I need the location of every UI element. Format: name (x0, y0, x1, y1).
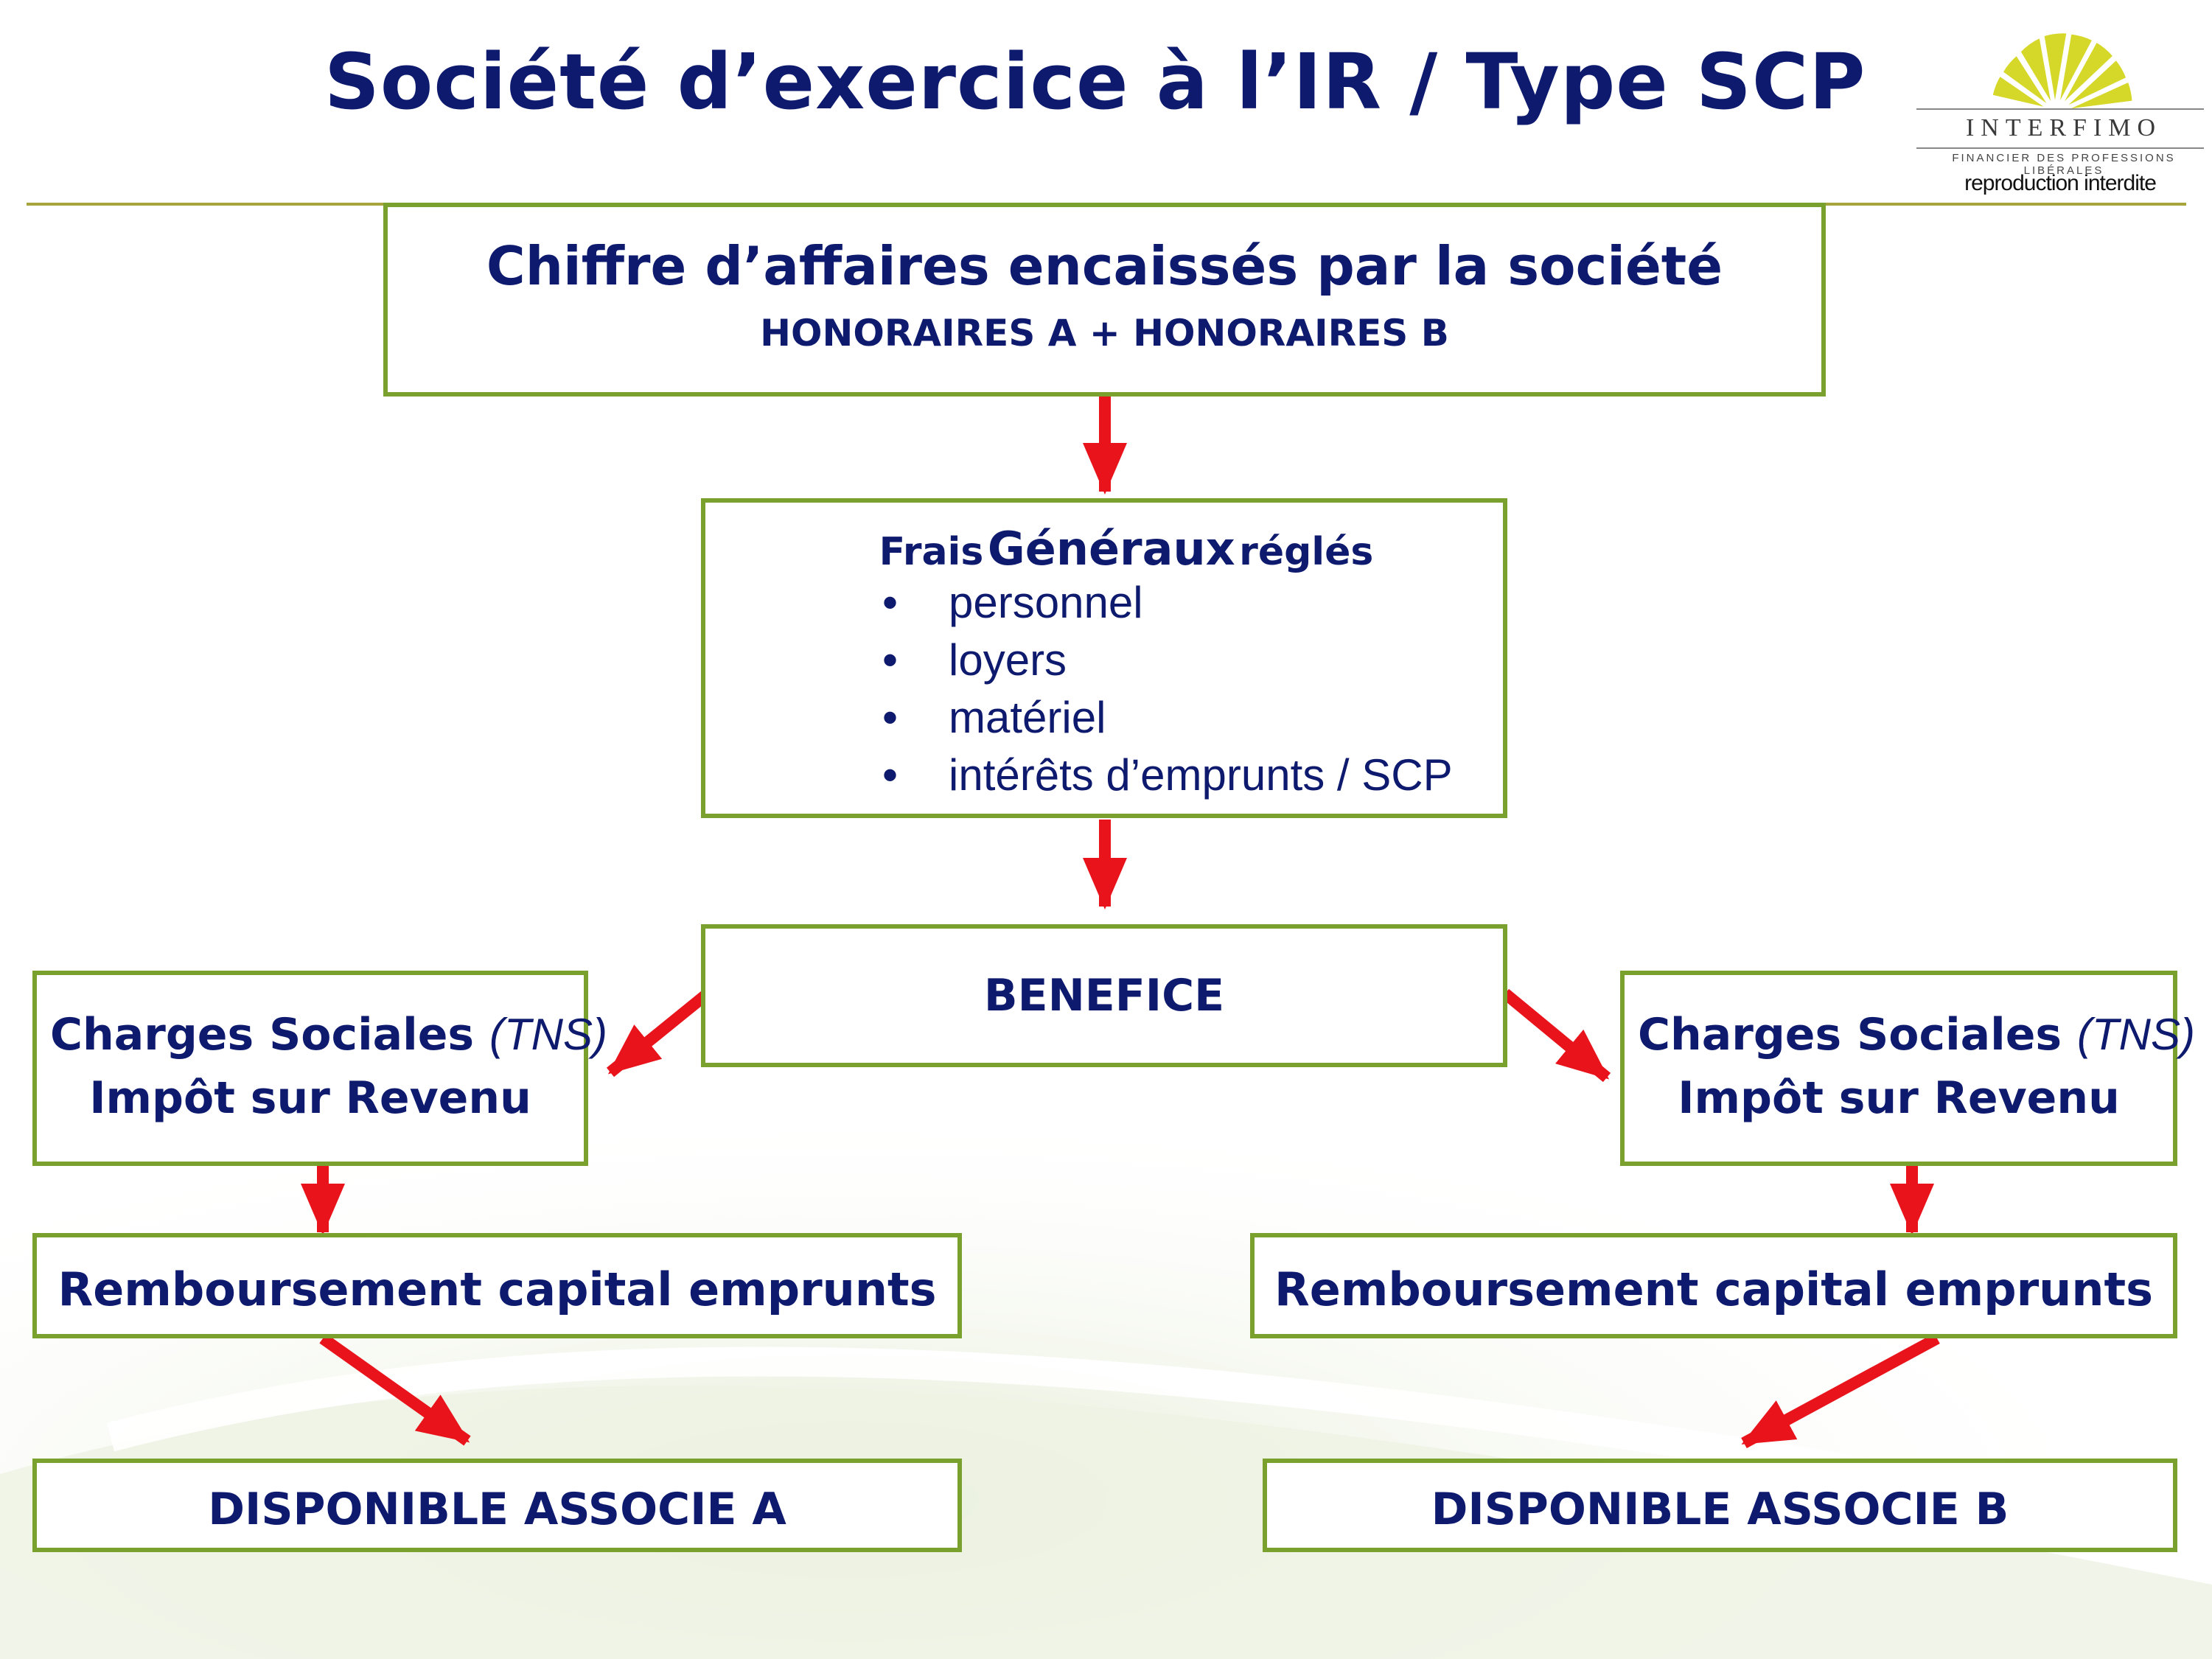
arrow-diagonal-icon (1501, 988, 1611, 1083)
list-item: matériel (882, 689, 1503, 747)
list-item: personnel (882, 574, 1503, 632)
left-remboursement-box: Remboursement capital emprunts (32, 1233, 962, 1338)
frais-title: Frais Généraux réglés (705, 522, 1503, 576)
right-charges-main: Charges Sociales (1638, 1009, 2062, 1061)
list-item: intérêts d’emprunts / SCP (882, 747, 1503, 804)
frais-title-prefix: Frais (879, 530, 984, 574)
right-charges-paren: (TNS) (2077, 1010, 2195, 1059)
benefice-box: BENEFICE (701, 924, 1507, 1067)
arrow-diagonal-icon (319, 1333, 471, 1446)
logo-divider (1916, 147, 2204, 149)
logo-note: reproduction interdite (1964, 171, 2157, 195)
logo-subtitle: FINANCIER DES PROFESSIONS LIBÉRALES (1952, 152, 2176, 177)
right-charges-box: Charges Sociales (TNS) Impôt sur Revenu (1620, 971, 2195, 1166)
left-remboursement-label: Remboursement capital emprunts (57, 1262, 937, 1316)
right-disponible-label: DISPONIBLE ASSOCIE B (1431, 1484, 2009, 1535)
left-charges-title: Charges Sociales (TNS) (37, 1009, 607, 1061)
frais-box: Frais Généraux réglés personnel loyers m… (701, 498, 1507, 818)
right-remboursement-box: Remboursement capital emprunts (1250, 1233, 2177, 1338)
frais-title-suffix: réglés (1239, 530, 1374, 574)
frais-title-main: Généraux (987, 522, 1235, 576)
logo-divider (1916, 108, 2204, 110)
left-disponible-box: DISPONIBLE ASSOCIE A (32, 1459, 962, 1552)
right-charges-title: Charges Sociales (TNS) (1625, 1009, 2195, 1061)
benefice-label: BENEFICE (983, 970, 1225, 1021)
right-remboursement-label: Remboursement capital emprunts (1274, 1262, 2154, 1316)
list-item: loyers (882, 632, 1503, 689)
revenue-box: Chiffre d’affaires encaissés par la soci… (383, 203, 1826, 397)
left-charges-box: Charges Sociales (TNS) Impôt sur Revenu (32, 971, 607, 1166)
interfimo-logo-icon (1990, 31, 2135, 112)
left-impot: Impôt sur Revenu (89, 1072, 531, 1124)
right-disponible-box: DISPONIBLE ASSOCIE B (1263, 1459, 2177, 1552)
frais-list: personnel loyers matériel intérêts d’emp… (882, 574, 1503, 804)
logo-name: INTERFIMO (1965, 114, 2163, 142)
revenue-subtitle: HONORAIRES A + HONORAIRES B (760, 312, 1449, 354)
left-disponible-label: DISPONIBLE ASSOCIE A (208, 1484, 786, 1535)
left-charges-main: Charges Sociales (50, 1009, 475, 1061)
arrow-diagonal-icon (606, 988, 712, 1078)
right-impot: Impôt sur Revenu (1678, 1072, 2120, 1124)
page-title: Société d’exercice à l’IR / Type SCP (324, 37, 1866, 127)
revenue-title: Chiffre d’affaires encaissés par la soci… (486, 235, 1723, 297)
arrow-diagonal-icon (1741, 1333, 1940, 1449)
left-charges-paren: (TNS) (489, 1010, 607, 1059)
